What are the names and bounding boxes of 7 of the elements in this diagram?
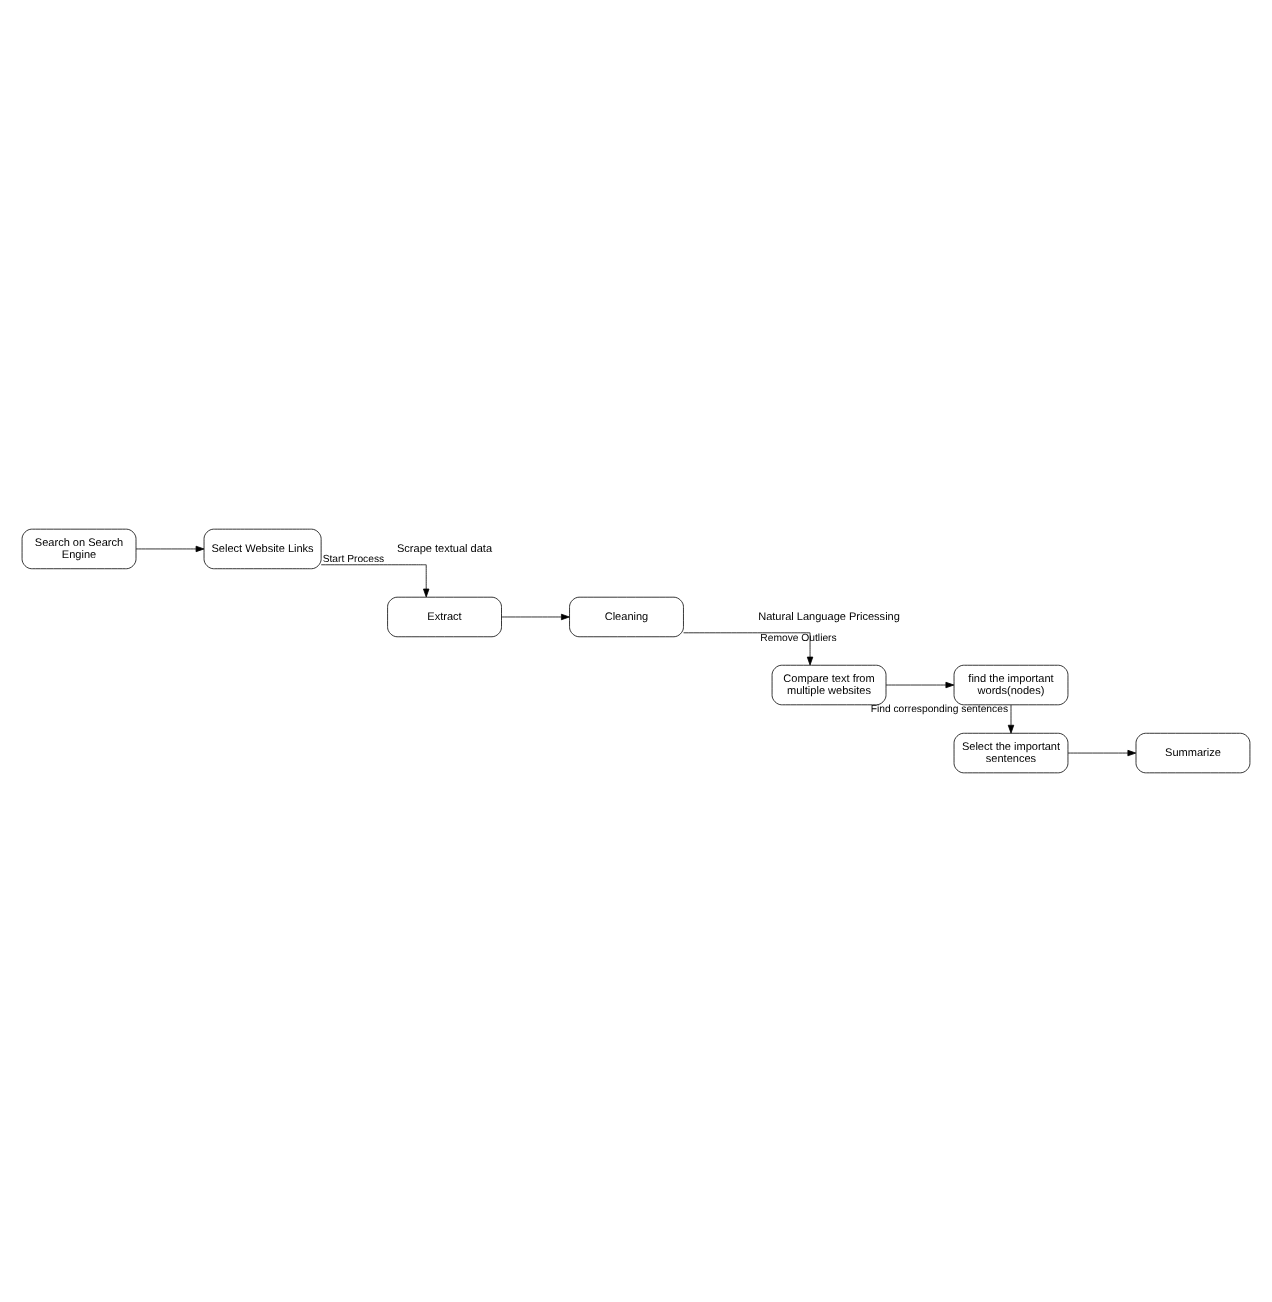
arrow <box>885 681 955 689</box>
arrow <box>1067 749 1137 757</box>
arrow <box>683 632 814 666</box>
arrow <box>1007 704 1015 734</box>
arrow <box>135 545 205 553</box>
arrow <box>320 564 430 598</box>
arrow <box>501 613 570 621</box>
